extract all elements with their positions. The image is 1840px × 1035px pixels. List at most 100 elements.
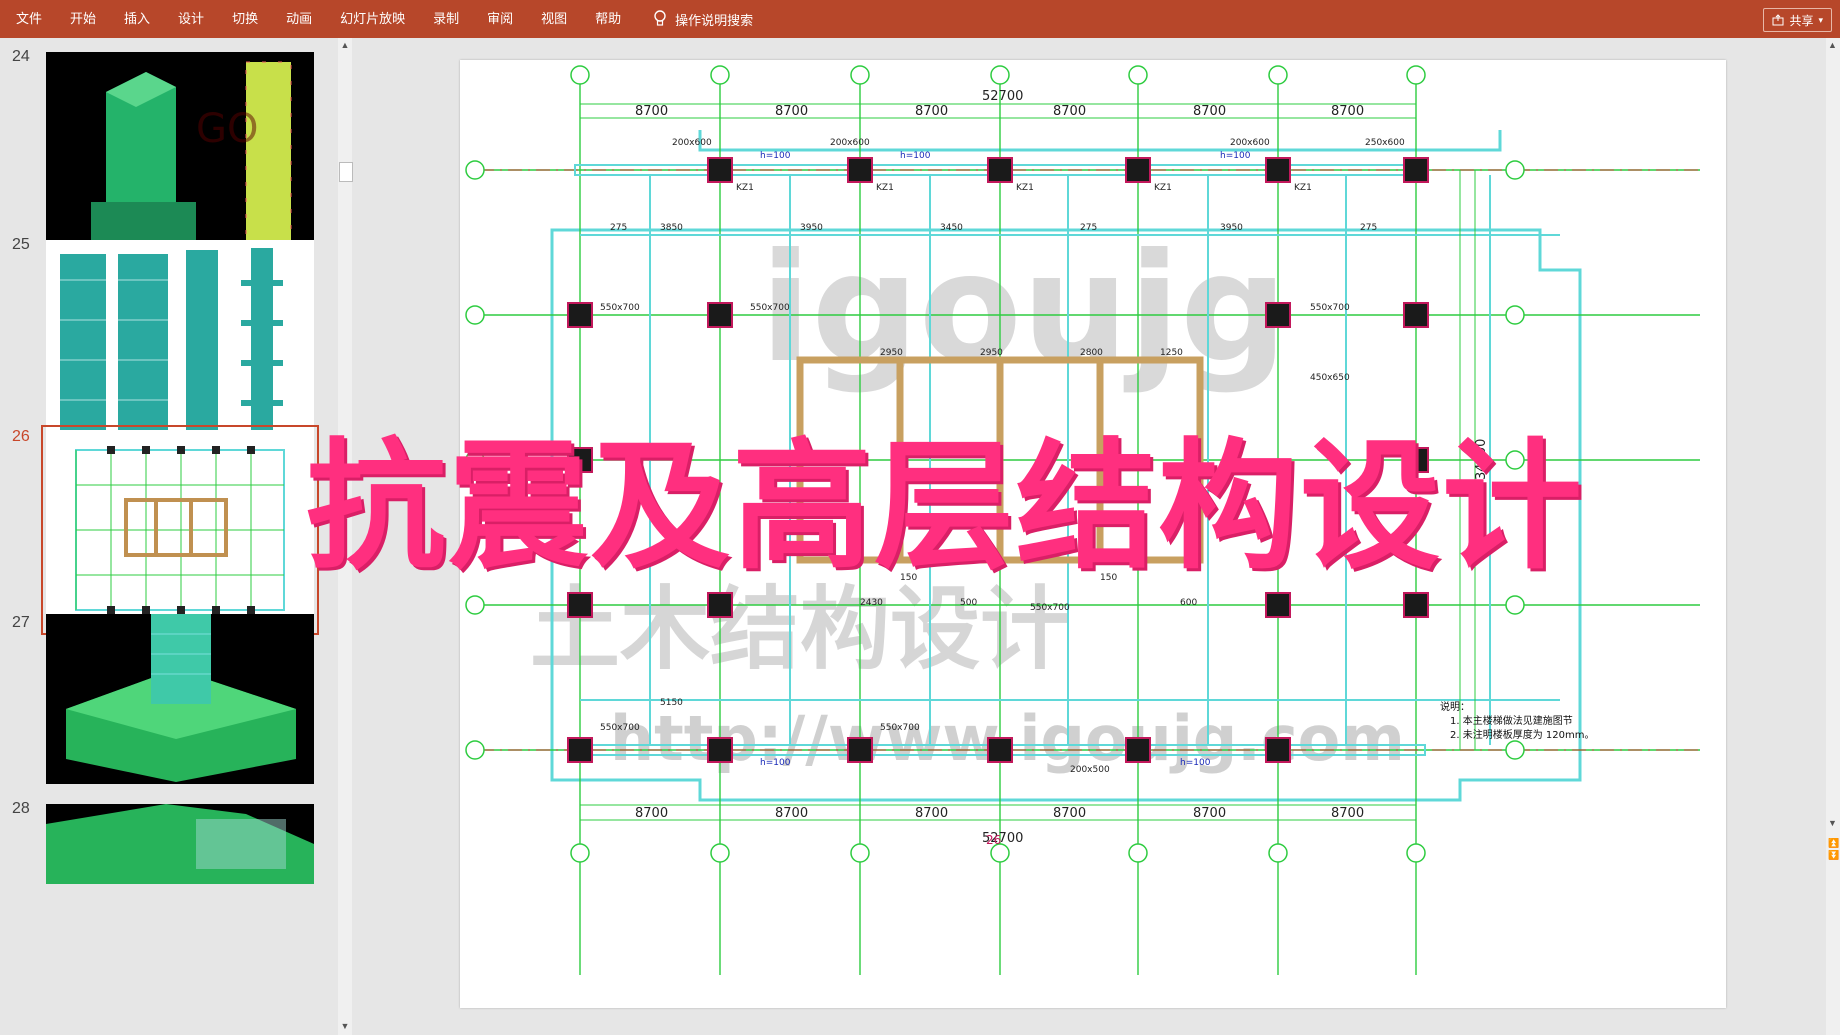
beam-label: 550x700 (880, 723, 920, 733)
tell-me-label: 操作说明搜索 (675, 12, 754, 28)
structural-floor-plan: igoujg 土木结构设计 http://www.igoujg.com (465, 65, 1700, 975)
column-tag: KZ1 (1016, 183, 1034, 193)
tab-insert[interactable]: 插入 (124, 11, 151, 26)
dim-tag: 2950 (880, 348, 903, 358)
column-tag: KZ1 (1154, 183, 1172, 193)
beam-label: 450x650 (1310, 373, 1350, 383)
slide-number: 24 (12, 48, 30, 65)
dim-overall-bottom: 52700 (982, 831, 1023, 846)
dim-bay: 8700 (1331, 806, 1364, 821)
scroll-down-icon[interactable]: ▼ (1828, 818, 1837, 828)
dim-bay: 8700 (635, 806, 668, 821)
dim-tag: 3450 (940, 223, 963, 233)
scroll-up-icon[interactable]: ▲ (340, 40, 350, 50)
tab-file[interactable]: 文件 (16, 11, 43, 26)
notes-line: 1. 本主楼梯做法见建施图节 (1450, 714, 1573, 727)
watermark-cn: 土木结构设计 (530, 577, 1070, 682)
tab-animations[interactable]: 动画 (286, 11, 313, 26)
notes-line: 2. 未注明楼板厚度为 120mm。 (1450, 728, 1594, 741)
dim-bay: 8700 (915, 806, 948, 821)
tab-transitions[interactable]: 切换 (232, 11, 259, 26)
slab-label: h=100 (1220, 151, 1251, 161)
scroll-thumb[interactable] (339, 162, 353, 182)
dim-bay: 8700 (1331, 104, 1364, 119)
beam-label: 200x600 (1230, 138, 1270, 148)
beam-label: 550x700 (600, 723, 640, 733)
dim-tag: 3850 (660, 223, 683, 233)
svg-text:GO: GO (196, 106, 258, 152)
thumbnail-pane[interactable]: 24 GO 25 (0, 38, 356, 1035)
next-slide-icon[interactable]: ⏬ (1828, 850, 1840, 860)
previous-slide-icon[interactable]: ⏫ (1828, 838, 1840, 848)
tell-me-search[interactable]: 操作说明搜索 (635, 10, 753, 29)
dim-tag: 2800 (1080, 348, 1103, 358)
dim-bay: 8700 (915, 104, 948, 119)
dim-overall-right: 34800 (1474, 439, 1489, 480)
dim-tag: 3950 (1220, 223, 1243, 233)
dim-overall-top: 52700 (982, 89, 1023, 104)
dim-tag: 1250 (1160, 348, 1183, 358)
slide-thumbnail-image (46, 804, 314, 884)
dim-tag: 500 (960, 598, 977, 608)
slide-number: 27 (12, 614, 30, 631)
share-icon (1772, 14, 1784, 26)
column-tag: KZ1 (736, 183, 754, 193)
share-label: 共享 (1789, 13, 1814, 28)
slab-label: h=100 (760, 151, 791, 161)
slide-scrollbar[interactable]: ▲ ▼ ⏫ ⏬ (1826, 38, 1840, 1035)
tab-record[interactable]: 录制 (433, 11, 460, 26)
dim-bay: 8700 (635, 104, 668, 119)
dim-bay: 8700 (1053, 806, 1086, 821)
tab-help[interactable]: 帮助 (595, 11, 622, 26)
dim-bay: 8700 (1053, 104, 1086, 119)
chevron-down-icon: ▾ (1818, 14, 1823, 25)
ribbon-bar: 文件 开始 插入 设计 切换 动画 幻灯片放映 录制 审阅 视图 帮助 操作说明… (0, 0, 1840, 38)
beam-label: 550x700 (1310, 303, 1350, 313)
current-slide[interactable]: igoujg 土木结构设计 http://www.igoujg.com (460, 60, 1726, 1008)
column-tag: KZ1 (876, 183, 894, 193)
dim-tag: 150 (1100, 573, 1117, 583)
dim-bay: 8700 (1193, 806, 1226, 821)
slide-number: 25 (12, 236, 30, 253)
scroll-up-icon[interactable]: ▲ (1828, 40, 1837, 50)
dim-tag: 275 (610, 223, 627, 233)
beam-label: 550x700 (750, 303, 790, 313)
dim-tag: 2430 (860, 598, 883, 608)
dim-tag: 150 (900, 573, 917, 583)
dim-tag: 3950 (800, 223, 823, 233)
beam-label: 200x600 (830, 138, 870, 148)
slab-label: h=100 (1180, 758, 1211, 768)
slide-number: 28 (12, 800, 30, 817)
share-button[interactable]: 共享 ▾ (1763, 8, 1832, 32)
dim-tag: 2950 (980, 348, 1003, 358)
slide-thumbnail-image: GO (46, 52, 314, 252)
beam-label: 250x600 (1365, 138, 1405, 148)
dim-bay: 8700 (775, 104, 808, 119)
lightbulb-icon (654, 10, 666, 26)
dim-tag: 600 (1180, 598, 1197, 608)
tab-view[interactable]: 视图 (541, 11, 568, 26)
dim-bay: 8700 (1193, 104, 1226, 119)
slide-number: 26 (12, 428, 30, 445)
slide-editor[interactable]: igoujg 土木结构设计 http://www.igoujg.com (356, 38, 1826, 1035)
page-number: 26 (986, 833, 1001, 847)
tab-review[interactable]: 审阅 (487, 11, 514, 26)
column-tag: KZ1 (1294, 183, 1312, 193)
scroll-down-icon[interactable]: ▼ (340, 1021, 350, 1031)
dim-tag: 5150 (660, 698, 683, 708)
slide-thumbnail-image (46, 240, 314, 440)
dim-bay: 8700 (775, 806, 808, 821)
thumbnail-scrollbar[interactable]: ▲ ▼ (338, 38, 353, 1035)
beam-label: 200x500 (1070, 765, 1110, 775)
tab-home[interactable]: 开始 (70, 11, 97, 26)
tab-slideshow[interactable]: 幻灯片放映 (340, 11, 406, 26)
dim-tag: 275 (1360, 223, 1377, 233)
beam-label: 200x600 (672, 138, 712, 148)
dim-tag: 275 (1080, 223, 1097, 233)
slab-label: h=100 (760, 758, 791, 768)
slab-label: h=100 (900, 151, 931, 161)
slide-thumbnail-image (41, 425, 319, 635)
tab-design[interactable]: 设计 (178, 11, 205, 26)
beam-label: 550x700 (600, 303, 640, 313)
beam-label: 550x700 (1030, 603, 1070, 613)
